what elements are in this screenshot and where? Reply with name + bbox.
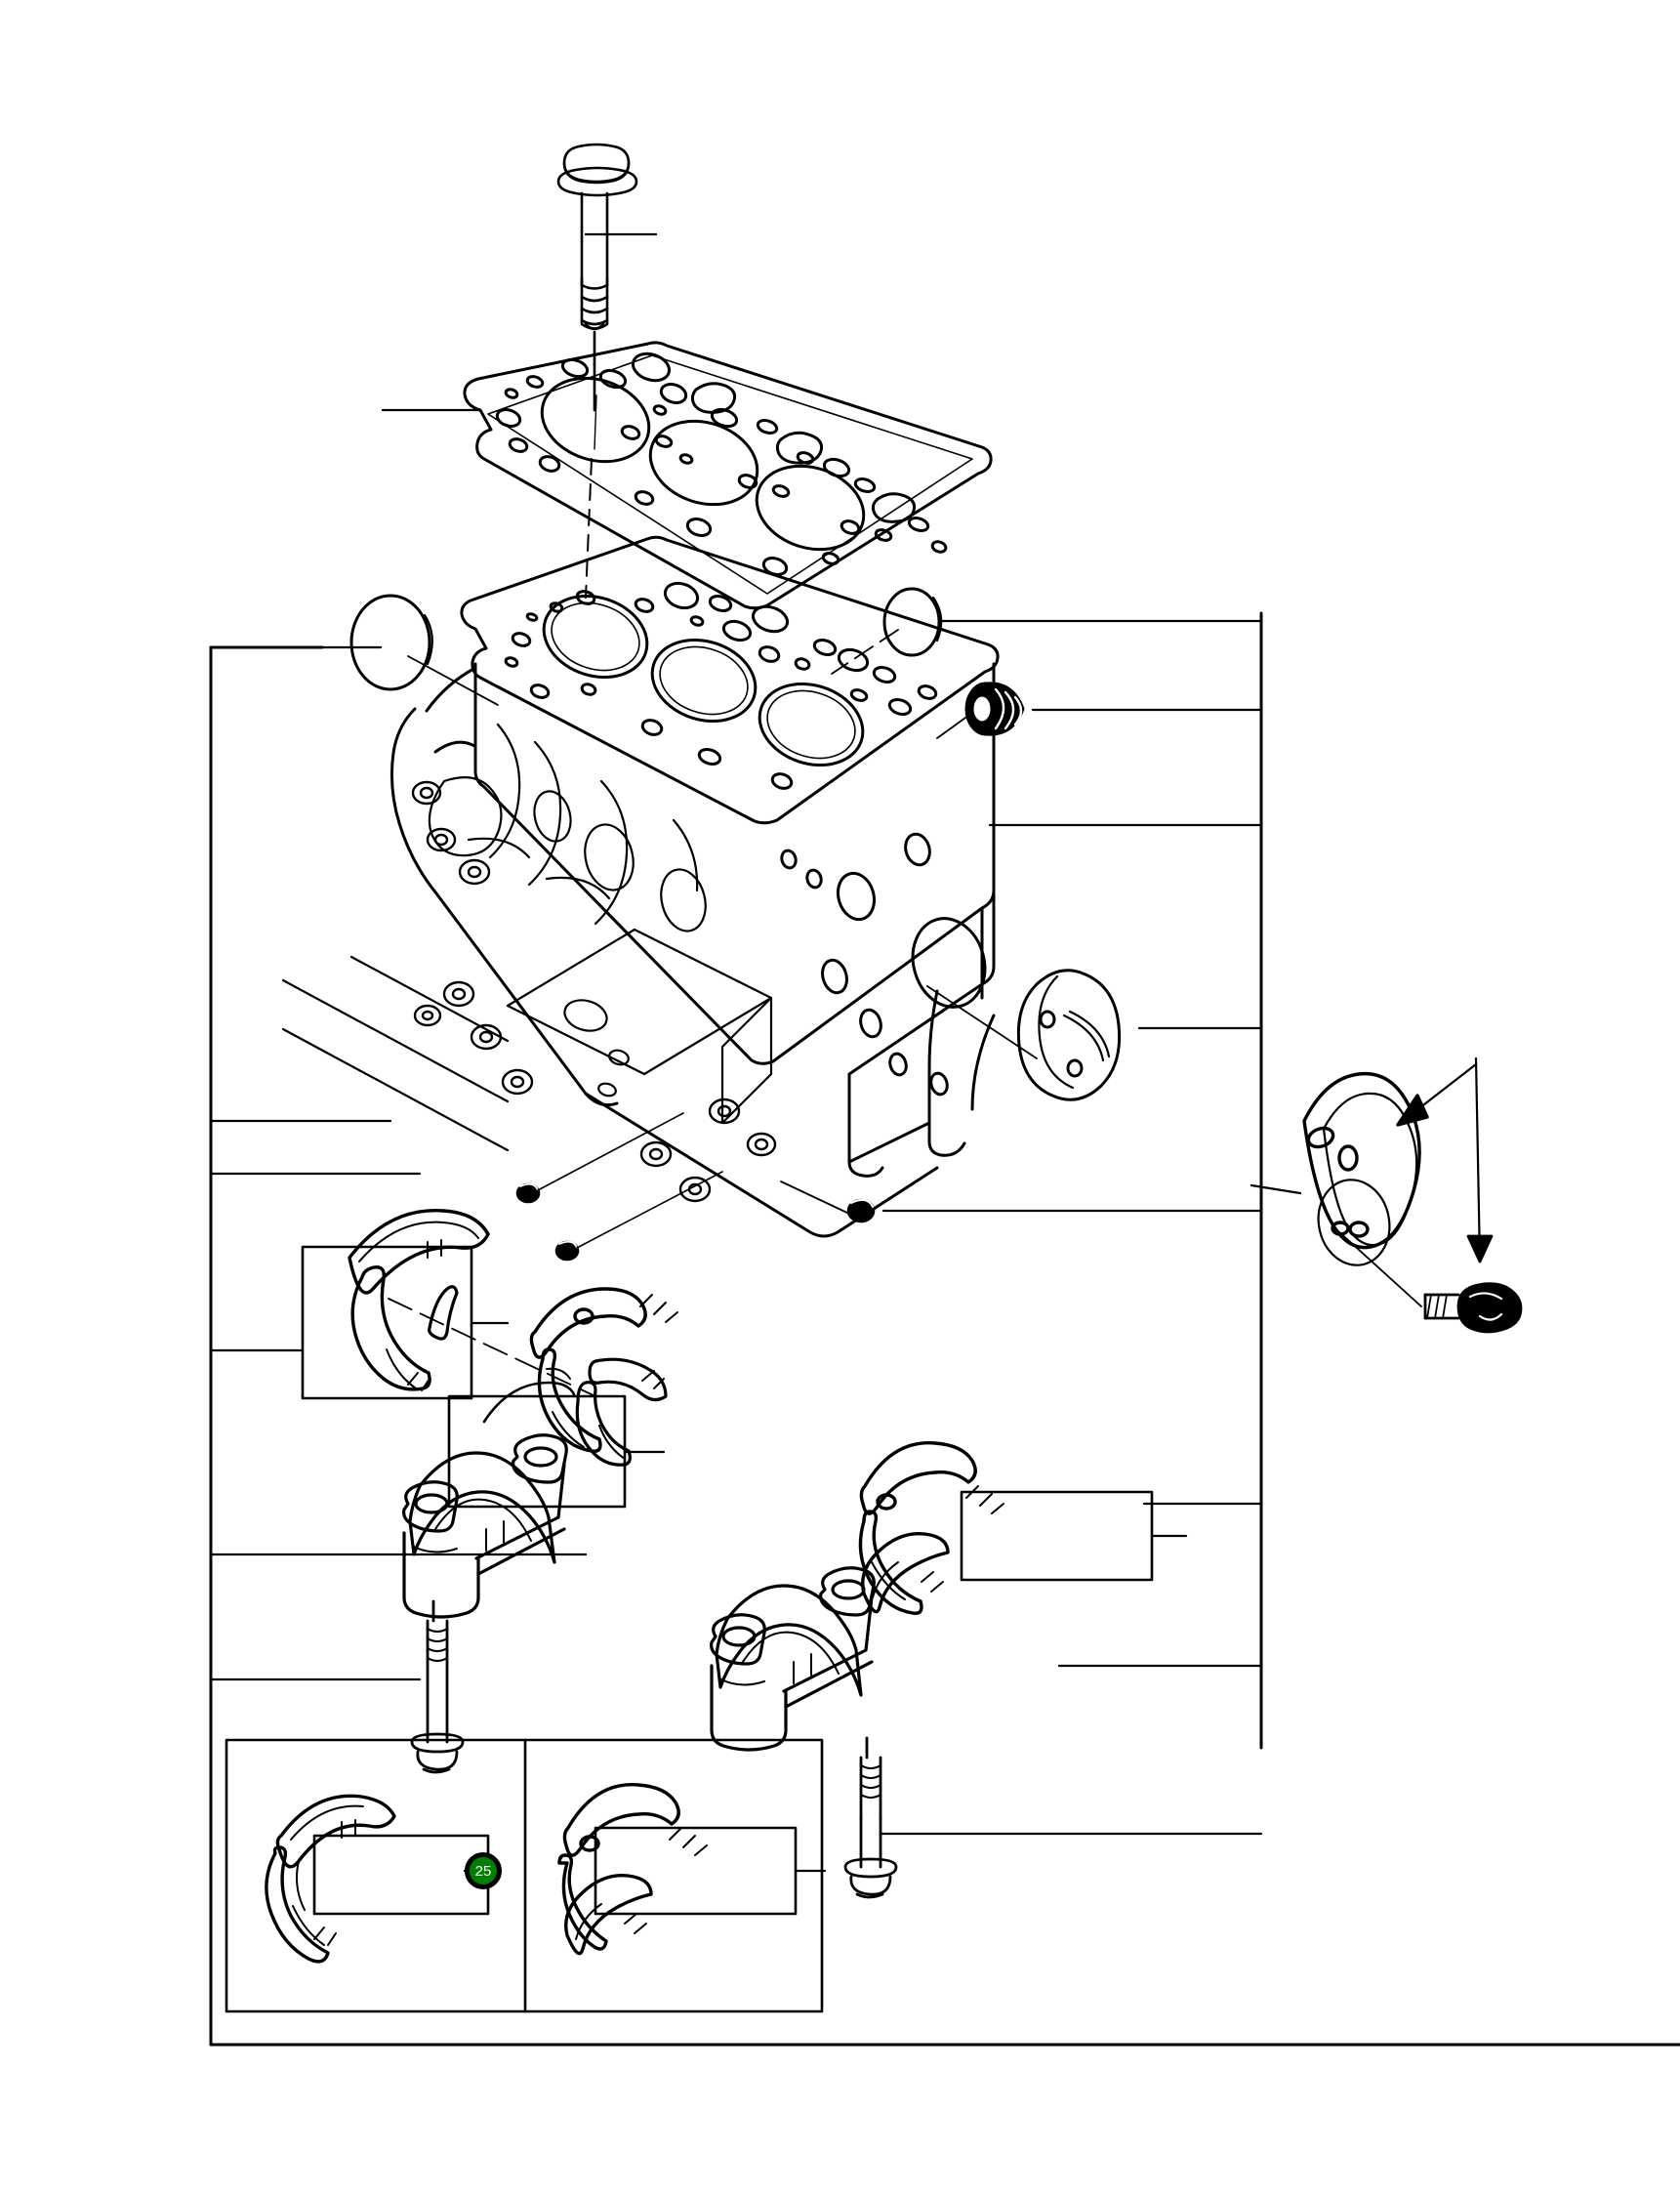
core-plug-upper-right (831, 587, 943, 675)
callout-badge-25[interactable]: 25 (465, 1852, 502, 1889)
bracket-mounting-bolt (1336, 1056, 1523, 1334)
cylinder-block (281, 535, 1000, 1238)
detail-bearing-set-left (265, 1794, 396, 1964)
expansion-plug-threaded (936, 682, 1025, 739)
conrod-cap-bolt (843, 1736, 898, 1899)
detail-bearing-set-right (557, 1783, 708, 1956)
thrust-washer-set (428, 1285, 668, 1467)
dowel-pin-pair (515, 1112, 723, 1262)
oil-pump-mounting-bracket (1250, 1062, 1478, 1266)
leader-lines-left (209, 645, 588, 1681)
cylinder-head-gasket (463, 341, 993, 610)
block-plug-small (780, 1180, 876, 1223)
conrod-bearing-cap (710, 1566, 876, 1752)
core-plug-large-left (349, 594, 499, 706)
main-bearing-upper-pair (348, 1209, 596, 1397)
callout-badge-label: 25 (474, 1862, 492, 1880)
leader-frame (209, 611, 1680, 2047)
conrod-bearing-shells (858, 1441, 1004, 1615)
camshaft-bushing (926, 969, 1122, 1101)
cylinder-head-bolt (556, 143, 638, 412)
main-bearing-cap (402, 1433, 568, 1619)
assembly-axis-gasket (585, 458, 593, 599)
callout-box-stubs (463, 1321, 1188, 1873)
leader-lines-right (381, 232, 1263, 1836)
main-bearing-lower-pair (482, 1287, 678, 1453)
main-bearing-cap-bolt (410, 1599, 465, 1774)
